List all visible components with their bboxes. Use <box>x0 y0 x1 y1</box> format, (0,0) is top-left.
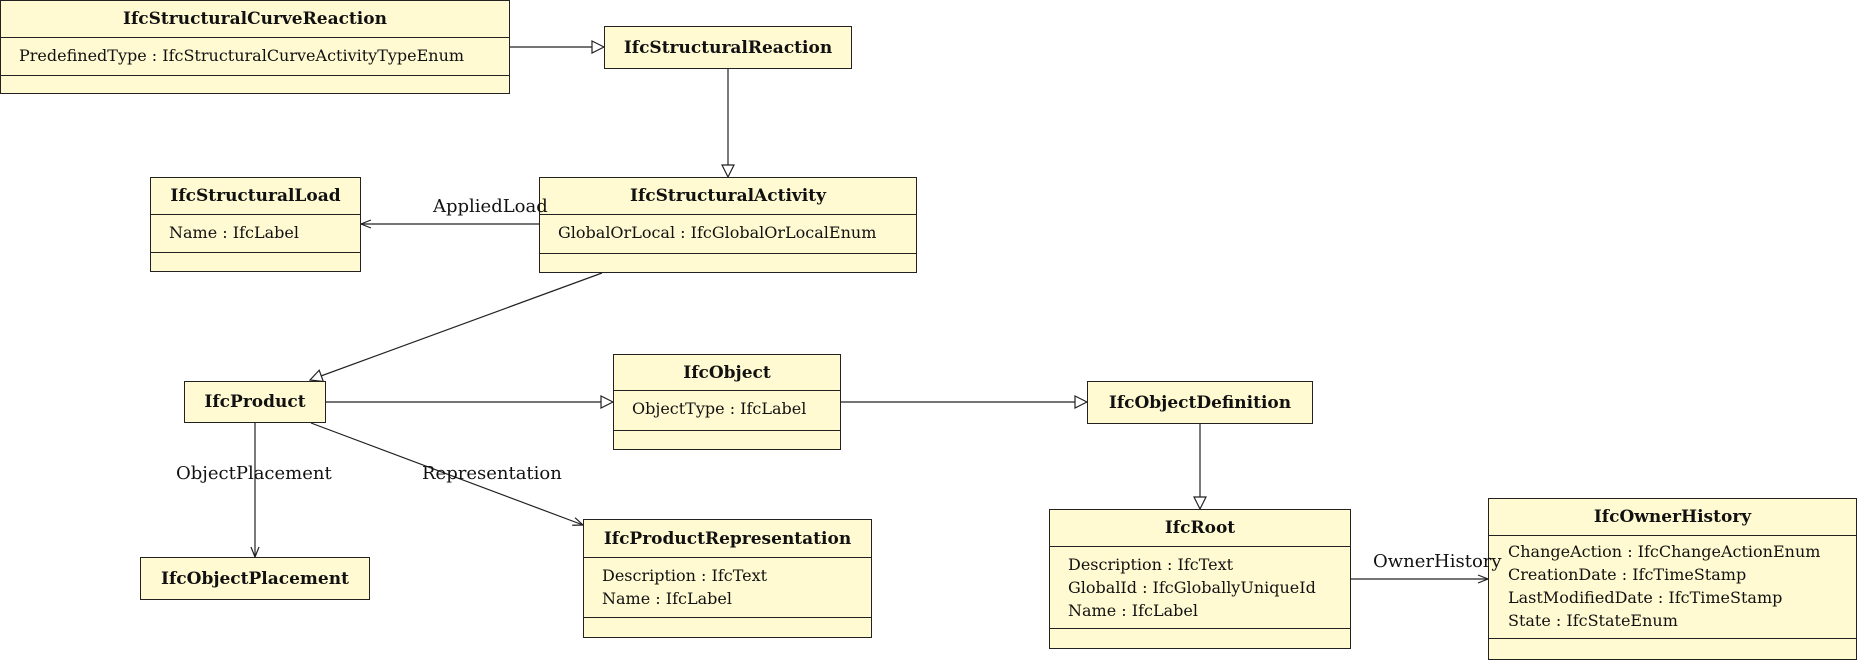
class-attributes: ObjectType : IfcLabel <box>614 391 840 431</box>
attribute: Name : IfcLabel <box>1068 601 1198 620</box>
association-label-owner-history: OwnerHistory <box>1373 551 1502 572</box>
class-name: IfcProductRepresentation <box>584 520 871 558</box>
attribute: State : IfcStateEnum <box>1508 611 1678 630</box>
association-label-representation: Representation <box>422 463 562 484</box>
class-name: IfcStructuralLoad <box>151 178 360 215</box>
class-attributes: GlobalOrLocal : IfcGlobalOrLocalEnum <box>540 215 916 254</box>
class-attributes: Description : IfcText GlobalId : IfcGlob… <box>1050 547 1350 629</box>
attribute: Name : IfcLabel <box>169 223 299 242</box>
class-ifcproductrepresentation[interactable]: IfcProductRepresentation Description : I… <box>583 519 872 638</box>
class-ifcstructuralcurvereaction[interactable]: IfcStructuralCurveReaction PredefinedTyp… <box>0 0 510 94</box>
class-ifcownerhistory[interactable]: IfcOwnerHistory ChangeAction : IfcChange… <box>1488 498 1857 660</box>
class-ifcstructuralactivity[interactable]: IfcStructuralActivity GlobalOrLocal : If… <box>539 177 917 273</box>
class-attributes: Description : IfcText Name : IfcLabel <box>584 558 871 618</box>
class-attributes: PredefinedType : IfcStructuralCurveActiv… <box>1 38 509 76</box>
association-label-applied-load: AppliedLoad <box>433 196 548 217</box>
class-name: IfcStructuralActivity <box>540 178 916 215</box>
class-ifcproduct[interactable]: IfcProduct <box>184 381 326 423</box>
attribute: GlobalId : IfcGloballyUniqueId <box>1068 578 1316 597</box>
class-name: IfcObjectDefinition <box>1108 392 1292 413</box>
association-representation <box>310 422 583 525</box>
class-name: IfcObject <box>614 355 840 391</box>
attribute: ChangeAction : IfcChangeActionEnum <box>1508 542 1821 561</box>
class-ifcroot[interactable]: IfcRoot Description : IfcText GlobalId :… <box>1049 509 1351 649</box>
attribute: Name : IfcLabel <box>602 589 732 608</box>
class-name: IfcObjectPlacement <box>161 568 349 589</box>
class-ifcstructuralreaction[interactable]: IfcStructuralReaction <box>604 26 852 69</box>
class-ifcstructuralload[interactable]: IfcStructuralLoad Name : IfcLabel <box>150 177 361 272</box>
attribute: GlobalOrLocal : IfcGlobalOrLocalEnum <box>558 223 877 242</box>
attribute: LastModifiedDate : IfcTimeStamp <box>1508 588 1783 607</box>
class-name: IfcStructuralReaction <box>623 37 833 58</box>
class-ifcobjectdefinition[interactable]: IfcObjectDefinition <box>1087 381 1313 424</box>
class-name: IfcProduct <box>204 392 306 412</box>
class-attributes: Name : IfcLabel <box>151 215 360 253</box>
attribute: PredefinedType : IfcStructuralCurveActiv… <box>19 46 465 65</box>
attribute: CreationDate : IfcTimeStamp <box>1508 565 1747 584</box>
class-name: IfcOwnerHistory <box>1489 499 1856 536</box>
class-ifcobjectplacement[interactable]: IfcObjectPlacement <box>140 557 370 600</box>
attribute: Description : IfcText <box>1068 555 1234 574</box>
association-label-object-placement: ObjectPlacement <box>176 463 332 484</box>
class-ifcobject[interactable]: IfcObject ObjectType : IfcLabel <box>613 354 841 450</box>
generalization-structural-activity-to-product <box>310 272 603 380</box>
attribute: ObjectType : IfcLabel <box>632 399 807 418</box>
attribute: Description : IfcText <box>602 566 768 585</box>
class-attributes: ChangeAction : IfcChangeActionEnum Creat… <box>1489 536 1856 639</box>
class-name: IfcStructuralCurveReaction <box>1 1 509 38</box>
class-name: IfcRoot <box>1050 510 1350 547</box>
